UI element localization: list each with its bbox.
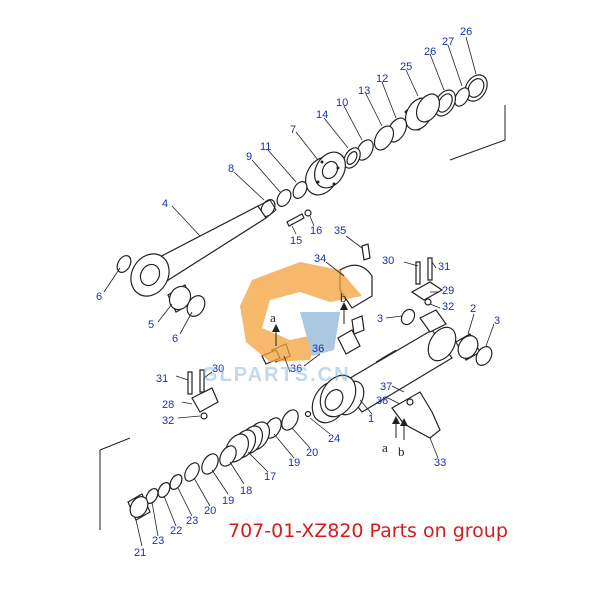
- piston-nut-7: [305, 151, 347, 196]
- callout-25: 25: [400, 61, 412, 73]
- callout-24: 24: [328, 433, 340, 445]
- piston-rod-4: [130, 199, 277, 297]
- seal-stack-17-23: [127, 409, 299, 521]
- bushing-2-3: [400, 308, 493, 366]
- callout-27: 27: [442, 36, 454, 48]
- callout-3: 3: [377, 313, 383, 325]
- callout-18: 18: [240, 485, 252, 497]
- piston-part-25: [404, 93, 441, 131]
- watermark-logo: [240, 262, 362, 362]
- callout-6: 6: [96, 291, 102, 303]
- callout-37: 37: [380, 381, 392, 393]
- callout-15: 15: [290, 235, 302, 247]
- ref-letter-b: b: [398, 444, 405, 459]
- callout-33: 33: [434, 457, 446, 469]
- callout-36: 36: [312, 343, 324, 355]
- leader-lines: [103, 36, 495, 547]
- callout-11: 11: [260, 141, 271, 153]
- callout-30: 30: [382, 255, 394, 267]
- callout-10: 10: [336, 97, 348, 109]
- callout-2: 2: [470, 303, 476, 315]
- callout-4: 4: [162, 198, 168, 210]
- callout-17: 17: [264, 471, 276, 483]
- callout-14: 14: [316, 109, 328, 121]
- callout-31: 31: [156, 373, 168, 385]
- callout-38: 38: [376, 395, 388, 407]
- seal-rings-12-13: [373, 117, 408, 151]
- seal-ring-stack-top: [433, 74, 488, 117]
- callout-1: 1: [368, 413, 374, 425]
- callout-20: 20: [204, 505, 216, 517]
- reference-arrows: [272, 302, 408, 440]
- callout-31: 31: [438, 261, 450, 273]
- callout-30: 30: [212, 363, 224, 375]
- callout-7: 7: [290, 124, 296, 136]
- callout-32: 32: [162, 415, 174, 427]
- rings-8-9-11: [260, 181, 308, 217]
- diagram-caption: 707-01-XZ820 Parts on group: [228, 520, 508, 542]
- callout-32: 32: [442, 301, 454, 313]
- cylinder-head-24: [304, 374, 357, 424]
- ref-letter-a: a: [382, 440, 388, 455]
- reference-letters: a b a b: [270, 290, 405, 459]
- callout-labels: 26 26 27 25 12 13 10 14 7 11 9 8 4 15 16…: [96, 26, 500, 559]
- bushing-5-6: [116, 255, 206, 317]
- callout-21: 21: [134, 547, 146, 559]
- callout-22: 22: [170, 525, 182, 537]
- callout-9: 9: [246, 151, 252, 163]
- callout-6: 6: [172, 333, 178, 345]
- clamp-28: [187, 369, 219, 420]
- bolt-15-16: [286, 209, 312, 227]
- callout-28: 28: [162, 399, 174, 411]
- bracket-33: [391, 391, 441, 439]
- callout-23: 23: [186, 515, 198, 527]
- callout-12: 12: [376, 73, 388, 85]
- watermark-text: GLPARTS.CN: [202, 364, 351, 386]
- callout-19: 19: [222, 495, 234, 507]
- ref-letter-a: a: [270, 310, 276, 325]
- callout-36: 36: [290, 363, 302, 375]
- callout-16: 16: [310, 225, 322, 237]
- callout-20: 20: [306, 447, 318, 459]
- callout-13: 13: [358, 85, 370, 97]
- callout-19: 19: [288, 457, 300, 469]
- callout-3: 3: [494, 315, 500, 327]
- callout-8: 8: [228, 163, 234, 175]
- bracket-29: [410, 257, 444, 306]
- frame-lines: [99, 105, 506, 530]
- ref-letter-b: b: [340, 290, 347, 305]
- callout-35: 35: [334, 225, 346, 237]
- callout-26: 26: [424, 46, 436, 58]
- seal-rings-10-14: [343, 139, 374, 169]
- callout-29: 29: [442, 285, 454, 297]
- callout-5: 5: [148, 319, 154, 331]
- callout-26: 26: [460, 26, 472, 38]
- callout-23: 23: [152, 535, 164, 547]
- callout-34: 34: [314, 253, 326, 265]
